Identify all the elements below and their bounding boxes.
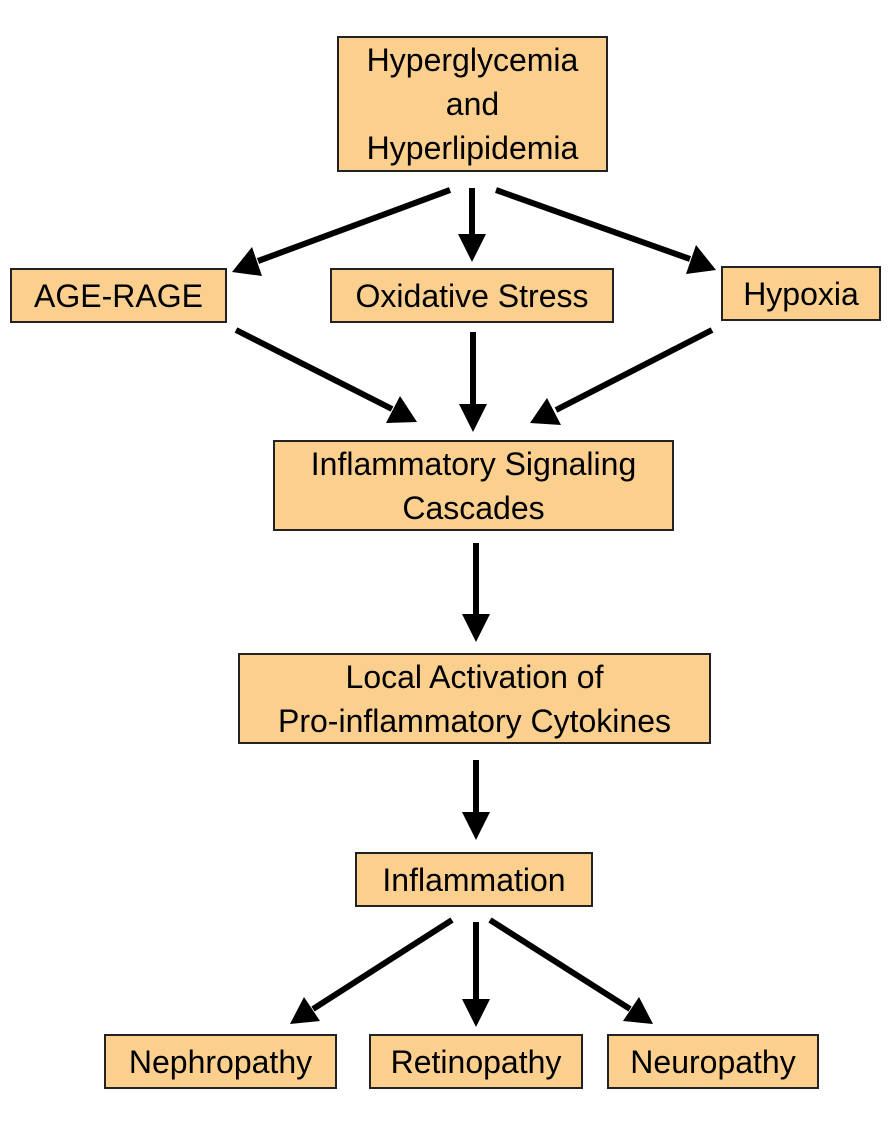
node-neuropathy: Neuropathy	[607, 1034, 819, 1089]
arrow-hyperglycemia-to-hypoxia	[494, 187, 716, 274]
arrow-cytokines-to-inflammation	[462, 760, 490, 840]
node-pro-inflammatory-cytokines: Local Activation of Pro-inflammatory Cyt…	[238, 653, 711, 744]
arrow-inflammation-to-neuropathy	[488, 917, 653, 1024]
arrow-age-rage-to-inflammatory-signaling	[234, 327, 417, 423]
arrow-hyperglycemia-to-oxidative-stress	[458, 188, 486, 262]
node-oxidative-stress: Oxidative Stress	[330, 268, 614, 323]
node-inflammatory-signaling-cascades: Inflammatory Signaling Cascades	[273, 440, 674, 531]
arrow-hypoxia-to-inflammatory-signaling	[530, 327, 714, 425]
arrow-inflammatory-signaling-to-cytokines	[462, 543, 490, 642]
node-hyperglycemia-hyperlipidemia: Hyperglycemia and Hyperlipidemia	[337, 36, 608, 172]
node-inflammation: Inflammation	[355, 852, 593, 907]
arrow-inflammation-to-retinopathy	[462, 922, 490, 1027]
node-nephropathy: Nephropathy	[104, 1034, 337, 1089]
node-hypoxia: Hypoxia	[721, 266, 881, 321]
arrow-inflammation-to-nephropathy	[290, 917, 454, 1024]
arrow-oxidative-stress-to-inflammatory-signaling	[459, 332, 487, 432]
node-retinopathy: Retinopathy	[369, 1034, 583, 1089]
node-age-rage: AGE-RAGE	[10, 268, 227, 323]
arrow-hyperglycemia-to-age-rage	[232, 187, 452, 276]
